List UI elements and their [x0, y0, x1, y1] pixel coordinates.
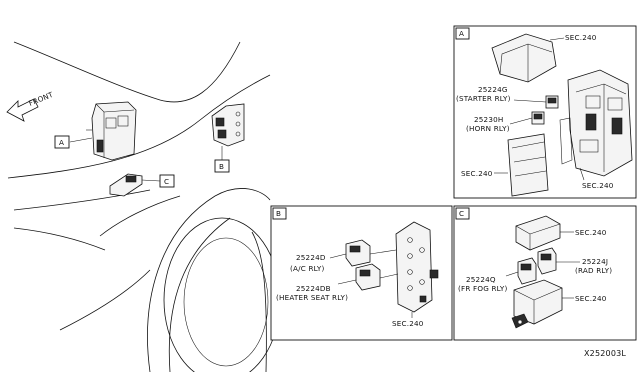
panel-b-heater-desc: (HEATER SEAT RLY)	[276, 293, 348, 302]
relay-bracket-icon	[395, 221, 439, 313]
panel-c-sec-top: SEC.240	[575, 228, 607, 237]
ac-relay-icon	[345, 239, 371, 267]
front-arrow-icon	[6, 98, 39, 122]
callout-c: C	[164, 177, 169, 186]
panel-c-rad-desc: (RAD RLY)	[575, 266, 612, 275]
panel-a-starter-part: 25224G	[478, 85, 508, 94]
panel-b-heater-part: 25224DB	[296, 284, 331, 293]
relay-box-cover-icon	[491, 33, 557, 83]
panel-c: C SEC.240 25224J (RAD RLY) 25224Q (FR FO…	[453, 205, 637, 341]
panel-b-sec: SEC.240	[392, 319, 424, 328]
rad-relay-icon	[537, 247, 557, 275]
diagram-code: X252003L	[584, 349, 626, 358]
panel-b: B 25224D (A/C RLY) 25224DB	[270, 205, 453, 341]
panel-c-fog-part: 25224Q	[466, 275, 496, 284]
panel-b-tag: B	[276, 209, 281, 218]
panel-c-sec-bottom: SEC.240	[575, 294, 607, 303]
panel-b-ac-part: 25224D	[296, 253, 326, 262]
panel-a-starter-desc: (STARTER RLY)	[456, 94, 511, 103]
relay-holder-icon	[511, 279, 563, 329]
horn-relay-icon	[531, 111, 545, 125]
fuse-module-icon	[507, 133, 549, 197]
heater-seat-relay-icon	[355, 263, 381, 291]
vehicle-overview: FRONT A B	[6, 41, 281, 372]
front-label: FRONT	[27, 90, 54, 108]
relay-box-housing-icon	[559, 69, 633, 177]
relay-c-overview-icon	[109, 173, 143, 197]
relay-box-a-overview-icon	[86, 101, 137, 161]
panel-a-tag: A	[459, 29, 464, 38]
panel-a-sec-top: SEC.240	[565, 33, 597, 42]
panel-a: A SEC.240 25224G (STARTER RLY)	[453, 25, 637, 199]
panel-c-tag: C	[459, 209, 464, 218]
relay-bracket-b-overview-icon	[211, 103, 245, 147]
relay-cover-icon	[515, 215, 561, 251]
panel-a-horn-desc: (HORN RLY)	[466, 124, 510, 133]
callout-a: A	[59, 138, 64, 147]
panel-c-fog-desc: (FR FOG RLY)	[458, 284, 508, 293]
panel-a-horn-part: 25230H	[474, 115, 503, 124]
starter-relay-icon	[545, 95, 559, 109]
panel-a-sec-right: SEC.240	[582, 181, 614, 190]
fog-relay-icon	[517, 257, 537, 285]
panel-c-rad-part: 25224J	[582, 257, 608, 266]
panel-a-sec-left: SEC.240	[461, 169, 493, 178]
panel-b-ac-desc: (A/C RLY)	[290, 264, 324, 273]
callout-b: B	[219, 162, 224, 171]
